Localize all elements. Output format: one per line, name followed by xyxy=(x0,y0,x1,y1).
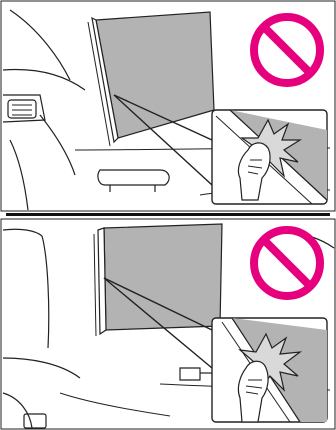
vent-slats xyxy=(12,105,32,115)
sunroof-frame xyxy=(98,228,106,334)
top-panel-illustration xyxy=(0,0,336,212)
pillar-outline xyxy=(3,229,42,236)
grab-handle xyxy=(180,368,200,380)
sunroof-glass xyxy=(104,224,222,330)
pillar-edge xyxy=(42,236,49,348)
sunroof-edge xyxy=(94,234,96,336)
prohibition-icon xyxy=(254,17,320,83)
console-outline xyxy=(40,115,75,175)
grab-handle xyxy=(98,170,169,185)
handle-mounts xyxy=(110,185,155,192)
console-line xyxy=(60,393,170,416)
air-vent xyxy=(24,414,46,428)
dashboard-outline xyxy=(3,358,80,378)
door-outline xyxy=(10,140,28,210)
top-panel xyxy=(0,0,336,212)
prohibition-icon xyxy=(254,230,320,296)
prohibition-slash xyxy=(264,27,310,73)
door-outline xyxy=(3,393,32,428)
bottom-panel-illustration xyxy=(0,218,336,430)
dashboard-outline xyxy=(3,70,85,90)
panel-divider xyxy=(6,213,330,216)
prohibition-slash xyxy=(264,240,310,286)
bottom-panel xyxy=(0,218,336,430)
